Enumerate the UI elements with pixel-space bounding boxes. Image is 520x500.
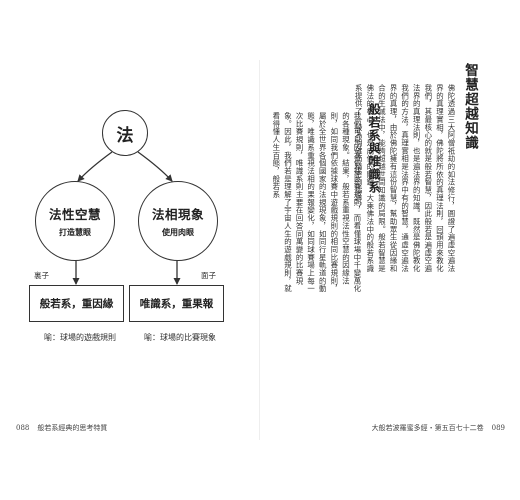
- connector-top-left: [77, 151, 113, 182]
- caption-yogacara: 喻：球場的比賽現象: [144, 333, 216, 342]
- node-dharma-phenomena-title: 法相現象: [151, 207, 204, 222]
- label-inner: 裏子: [34, 271, 49, 280]
- section-title-wisdom: 智慧超越知識: [462, 63, 478, 150]
- node-dharma-phenomena-subtitle: 使用肉眼: [162, 228, 194, 237]
- section-body-wisdom: 佛陀透過三大阿僧祇劫的如法修行，圓證了遍虛空遍法界的真理實相，佛陀將所依的真理法…: [354, 84, 456, 273]
- node-fa: 法: [102, 110, 148, 156]
- gutter: [259, 60, 260, 440]
- node-dharma-nature-subtitle: 打造慧眼: [59, 228, 91, 237]
- section-body-schools: 我們可以因為依據比賽規則，而看懂球場中千變萬化的各種現象。結果，般若系重視法性空…: [271, 112, 362, 293]
- box-prajna: 般若系，重因緣: [29, 285, 124, 322]
- connector-top-right: [137, 151, 173, 182]
- caption-prajna: 喻：球場的遊戲規則: [44, 333, 116, 342]
- page-number-left: 088: [16, 424, 30, 432]
- diagram-connectors: [72, 151, 181, 285]
- running-head-left: 般若系經典的思考特質: [37, 424, 108, 432]
- label-outer: 面子: [201, 271, 216, 280]
- footer-left: 088 般若系經典的思考特質: [16, 423, 107, 433]
- node-dharma-nature-title: 法性空慧: [48, 207, 101, 222]
- node-dharma-phenomena: 法相現象 使用肉眼: [138, 181, 218, 261]
- footer-right: 大般若波羅蜜多經・第五百七十二卷 089: [372, 423, 505, 433]
- page-number-right: 089: [491, 424, 505, 432]
- section-title-schools: 般若系與唯識系: [367, 103, 381, 194]
- node-dharma-nature: 法性空慧 打造慧眼: [35, 181, 115, 261]
- node-fa-label: 法: [116, 125, 134, 146]
- box-yogacara: 唯識系，重果報: [129, 285, 224, 322]
- running-head-right: 大般若波羅蜜多經・第五百七十二卷: [371, 424, 484, 432]
